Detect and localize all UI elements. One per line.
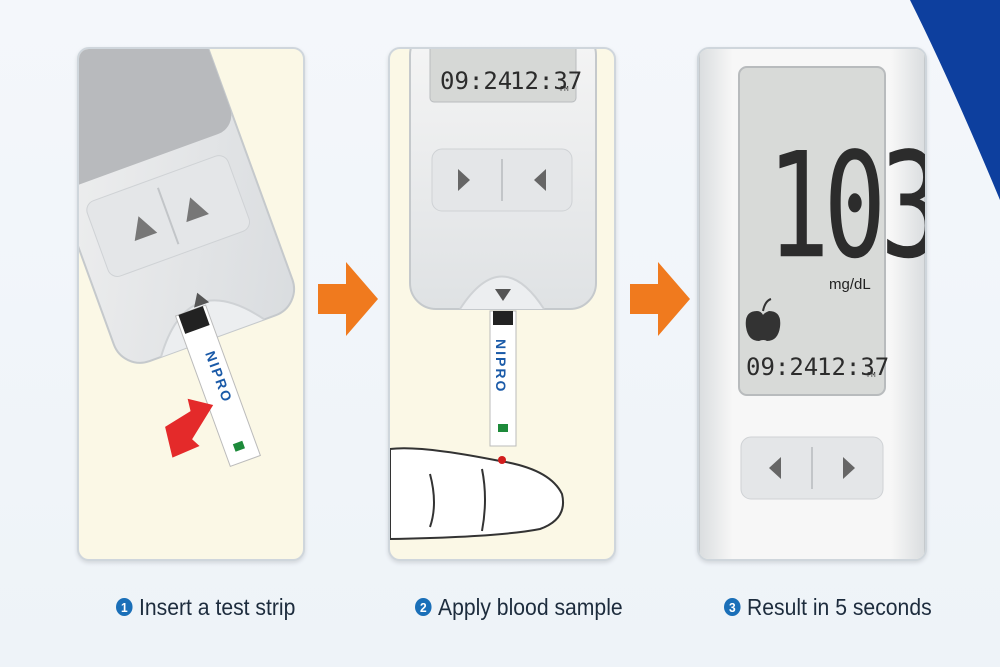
lcd-time: 12:37 xyxy=(817,353,889,381)
step-3-panel: 103 mg/dL 09:24 12:37 PM xyxy=(697,47,927,561)
step-3-illustration: 103 mg/dL 09:24 12:37 PM xyxy=(699,49,925,559)
step-1-panel: NIPRO xyxy=(77,47,305,561)
step-1-illustration: NIPRO xyxy=(79,49,296,468)
step-1-text: Insert a test strip xyxy=(139,593,296,620)
step-1-badge: 1 xyxy=(116,598,133,616)
right-button-arrow xyxy=(534,169,546,191)
strip-brand-text: NIPRO xyxy=(493,339,509,393)
step-2-badge: 2 xyxy=(415,598,432,616)
lcd-unit: mg/dL xyxy=(829,276,871,293)
insert-arrow-icon xyxy=(165,398,214,458)
step-2-caption: 2 Apply blood sample xyxy=(415,592,623,622)
next-arrow-icon xyxy=(318,262,378,336)
step-2-illustration: 09:24 12:37 PM NIPRO xyxy=(390,49,597,541)
step-1-caption: 1 Insert a test strip xyxy=(116,592,295,622)
lcd-time-suffix: PM xyxy=(867,371,875,379)
lcd-time: 12:37 xyxy=(510,67,582,95)
corner-decoration xyxy=(910,0,1000,200)
lcd-time-suffix: PM xyxy=(560,85,568,93)
lcd-date: 09:24 xyxy=(746,353,818,381)
blood-drop xyxy=(498,456,506,464)
step-2-panel: 09:24 12:37 PM NIPRO xyxy=(388,47,616,561)
lcd-reading: 103 xyxy=(767,122,925,291)
step-3-badge: 3 xyxy=(724,598,741,616)
left-button-arrow xyxy=(134,216,158,241)
finger xyxy=(390,447,564,541)
apple-icon xyxy=(745,298,781,341)
step-3-text: Result in 5 seconds xyxy=(747,593,932,620)
next-arrow-icon xyxy=(630,262,690,336)
left-button-arrow xyxy=(458,169,470,191)
right-button-arrow xyxy=(843,457,855,479)
lcd-date: 09:24 xyxy=(440,67,512,95)
left-button-arrow xyxy=(769,457,781,479)
test-strip xyxy=(489,310,517,447)
step-3-caption: 3 Result in 5 seconds xyxy=(724,592,932,622)
step-2-text: Apply blood sample xyxy=(438,593,623,620)
right-button-arrow xyxy=(186,197,209,223)
